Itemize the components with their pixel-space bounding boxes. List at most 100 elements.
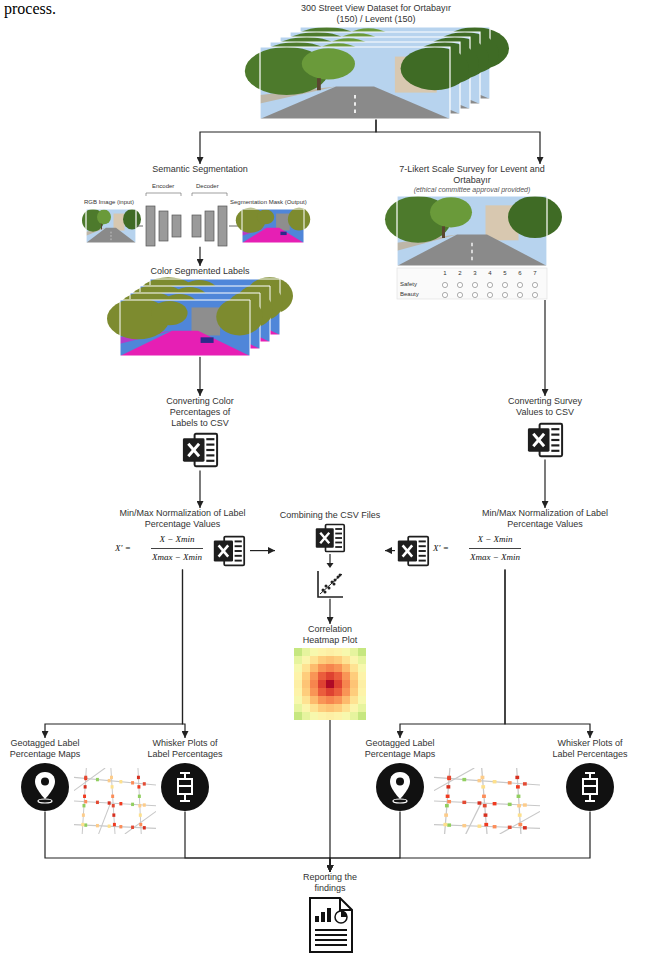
heat-cell [334, 648, 342, 656]
survey-point [508, 781, 512, 784]
heat-cell [302, 696, 310, 704]
survey-point [143, 803, 146, 806]
image-frame [120, 300, 250, 356]
step-title: Geotagged Label Percentage Maps [3, 738, 87, 760]
logo-square [214, 540, 233, 561]
sheet-grid [335, 528, 342, 530]
survey-point [108, 824, 111, 827]
vegetation-class [216, 298, 263, 335]
photo-frame [86, 209, 136, 243]
whisker-cap [585, 772, 595, 774]
heat-cell [358, 672, 366, 680]
logo-x [320, 533, 329, 544]
data-dot [333, 582, 336, 585]
survey-point [96, 801, 99, 804]
survey-point [111, 785, 114, 788]
step-title: Min/Max Normalization of Label Percentag… [475, 508, 615, 530]
heat-cell [342, 696, 350, 704]
heat-cell [318, 688, 326, 696]
flow-arrow [200, 119, 376, 164]
radio-button [487, 282, 492, 287]
icon-disc [21, 763, 69, 811]
heat-cell [302, 704, 310, 712]
heat-cell [350, 688, 358, 696]
survey-point [84, 785, 87, 788]
radio-button [517, 292, 522, 297]
process-step: Min/Max Normalization of Label Percentag… [395, 508, 615, 570]
flow-arrow [400, 570, 505, 738]
icon-disc [161, 763, 209, 811]
survey-point [523, 826, 527, 829]
street [82, 768, 86, 834]
heat-cell [302, 712, 310, 720]
annotation-label: 7 [533, 270, 536, 277]
survey-point [110, 776, 113, 779]
heat-cell [358, 664, 366, 672]
survey-point [131, 826, 134, 829]
bar [327, 908, 331, 922]
flow-arrow [544, 300, 545, 396]
survey-point [481, 785, 485, 788]
flow-arrow [330, 812, 400, 872]
decoder-bracket [192, 193, 227, 196]
label-holder: Beauty [400, 291, 419, 298]
survey-point [81, 823, 84, 826]
survey-point [119, 780, 122, 783]
street [99, 802, 111, 834]
survey-point [447, 823, 451, 826]
survey-point [444, 813, 448, 816]
label-holder: Safety [400, 281, 417, 288]
heat-cell [342, 712, 350, 720]
step-title: Semantic Segmentation [80, 164, 320, 175]
label-holder: 1 [443, 270, 446, 277]
radio-button [532, 282, 537, 287]
text-line [315, 934, 347, 936]
survey-point [138, 804, 141, 807]
decoder-layer [218, 206, 227, 246]
formula-text: X − Xmin [477, 534, 512, 544]
street [466, 802, 482, 834]
annotation-label: process. [4, 0, 56, 18]
survey-point [446, 785, 450, 788]
heat-cell [334, 688, 342, 696]
heat-cell [318, 672, 326, 680]
survey-point [143, 782, 146, 785]
sheet-grid [419, 550, 426, 552]
survey-point [482, 795, 486, 798]
illustration-svg [375, 762, 425, 812]
survey-point [137, 776, 140, 779]
heat-cell [358, 680, 366, 688]
excel-icon [528, 423, 562, 455]
radio-button [487, 292, 492, 297]
annotation-label: Beauty [400, 291, 419, 298]
heat-cell [358, 696, 366, 704]
heat-cell [326, 712, 334, 720]
flow-arrow [329, 554, 330, 564]
logo-x [219, 545, 229, 556]
whisker-cap [585, 800, 595, 802]
step-illustration [294, 648, 366, 720]
process-step: Semantic SegmentationRGB Image (input)En… [80, 164, 320, 247]
heat-cell [350, 648, 358, 656]
flow-arrow [185, 812, 330, 872]
heat-cell [318, 656, 326, 664]
step-illustration: RGB Image (input)EncoderDecoderSegmentat… [80, 177, 320, 247]
flow-arrow [330, 812, 590, 872]
flow-arrow [329, 720, 330, 872]
flow-arrow [250, 550, 275, 551]
heat-cell [342, 704, 350, 712]
annotation-label: 5 [503, 270, 506, 277]
label-holder: 6 [518, 270, 521, 277]
survey-point [111, 795, 114, 798]
sheet-grid [206, 460, 214, 462]
survey-point [82, 804, 85, 807]
step-illustration [120, 279, 280, 357]
flow-arrow [183, 570, 186, 738]
heat-cell [342, 688, 350, 696]
survey-point [518, 823, 522, 826]
survey-point [112, 804, 115, 807]
annotation-label: Segmentation Mask (Output) [230, 199, 307, 206]
heat-cell [342, 664, 350, 672]
